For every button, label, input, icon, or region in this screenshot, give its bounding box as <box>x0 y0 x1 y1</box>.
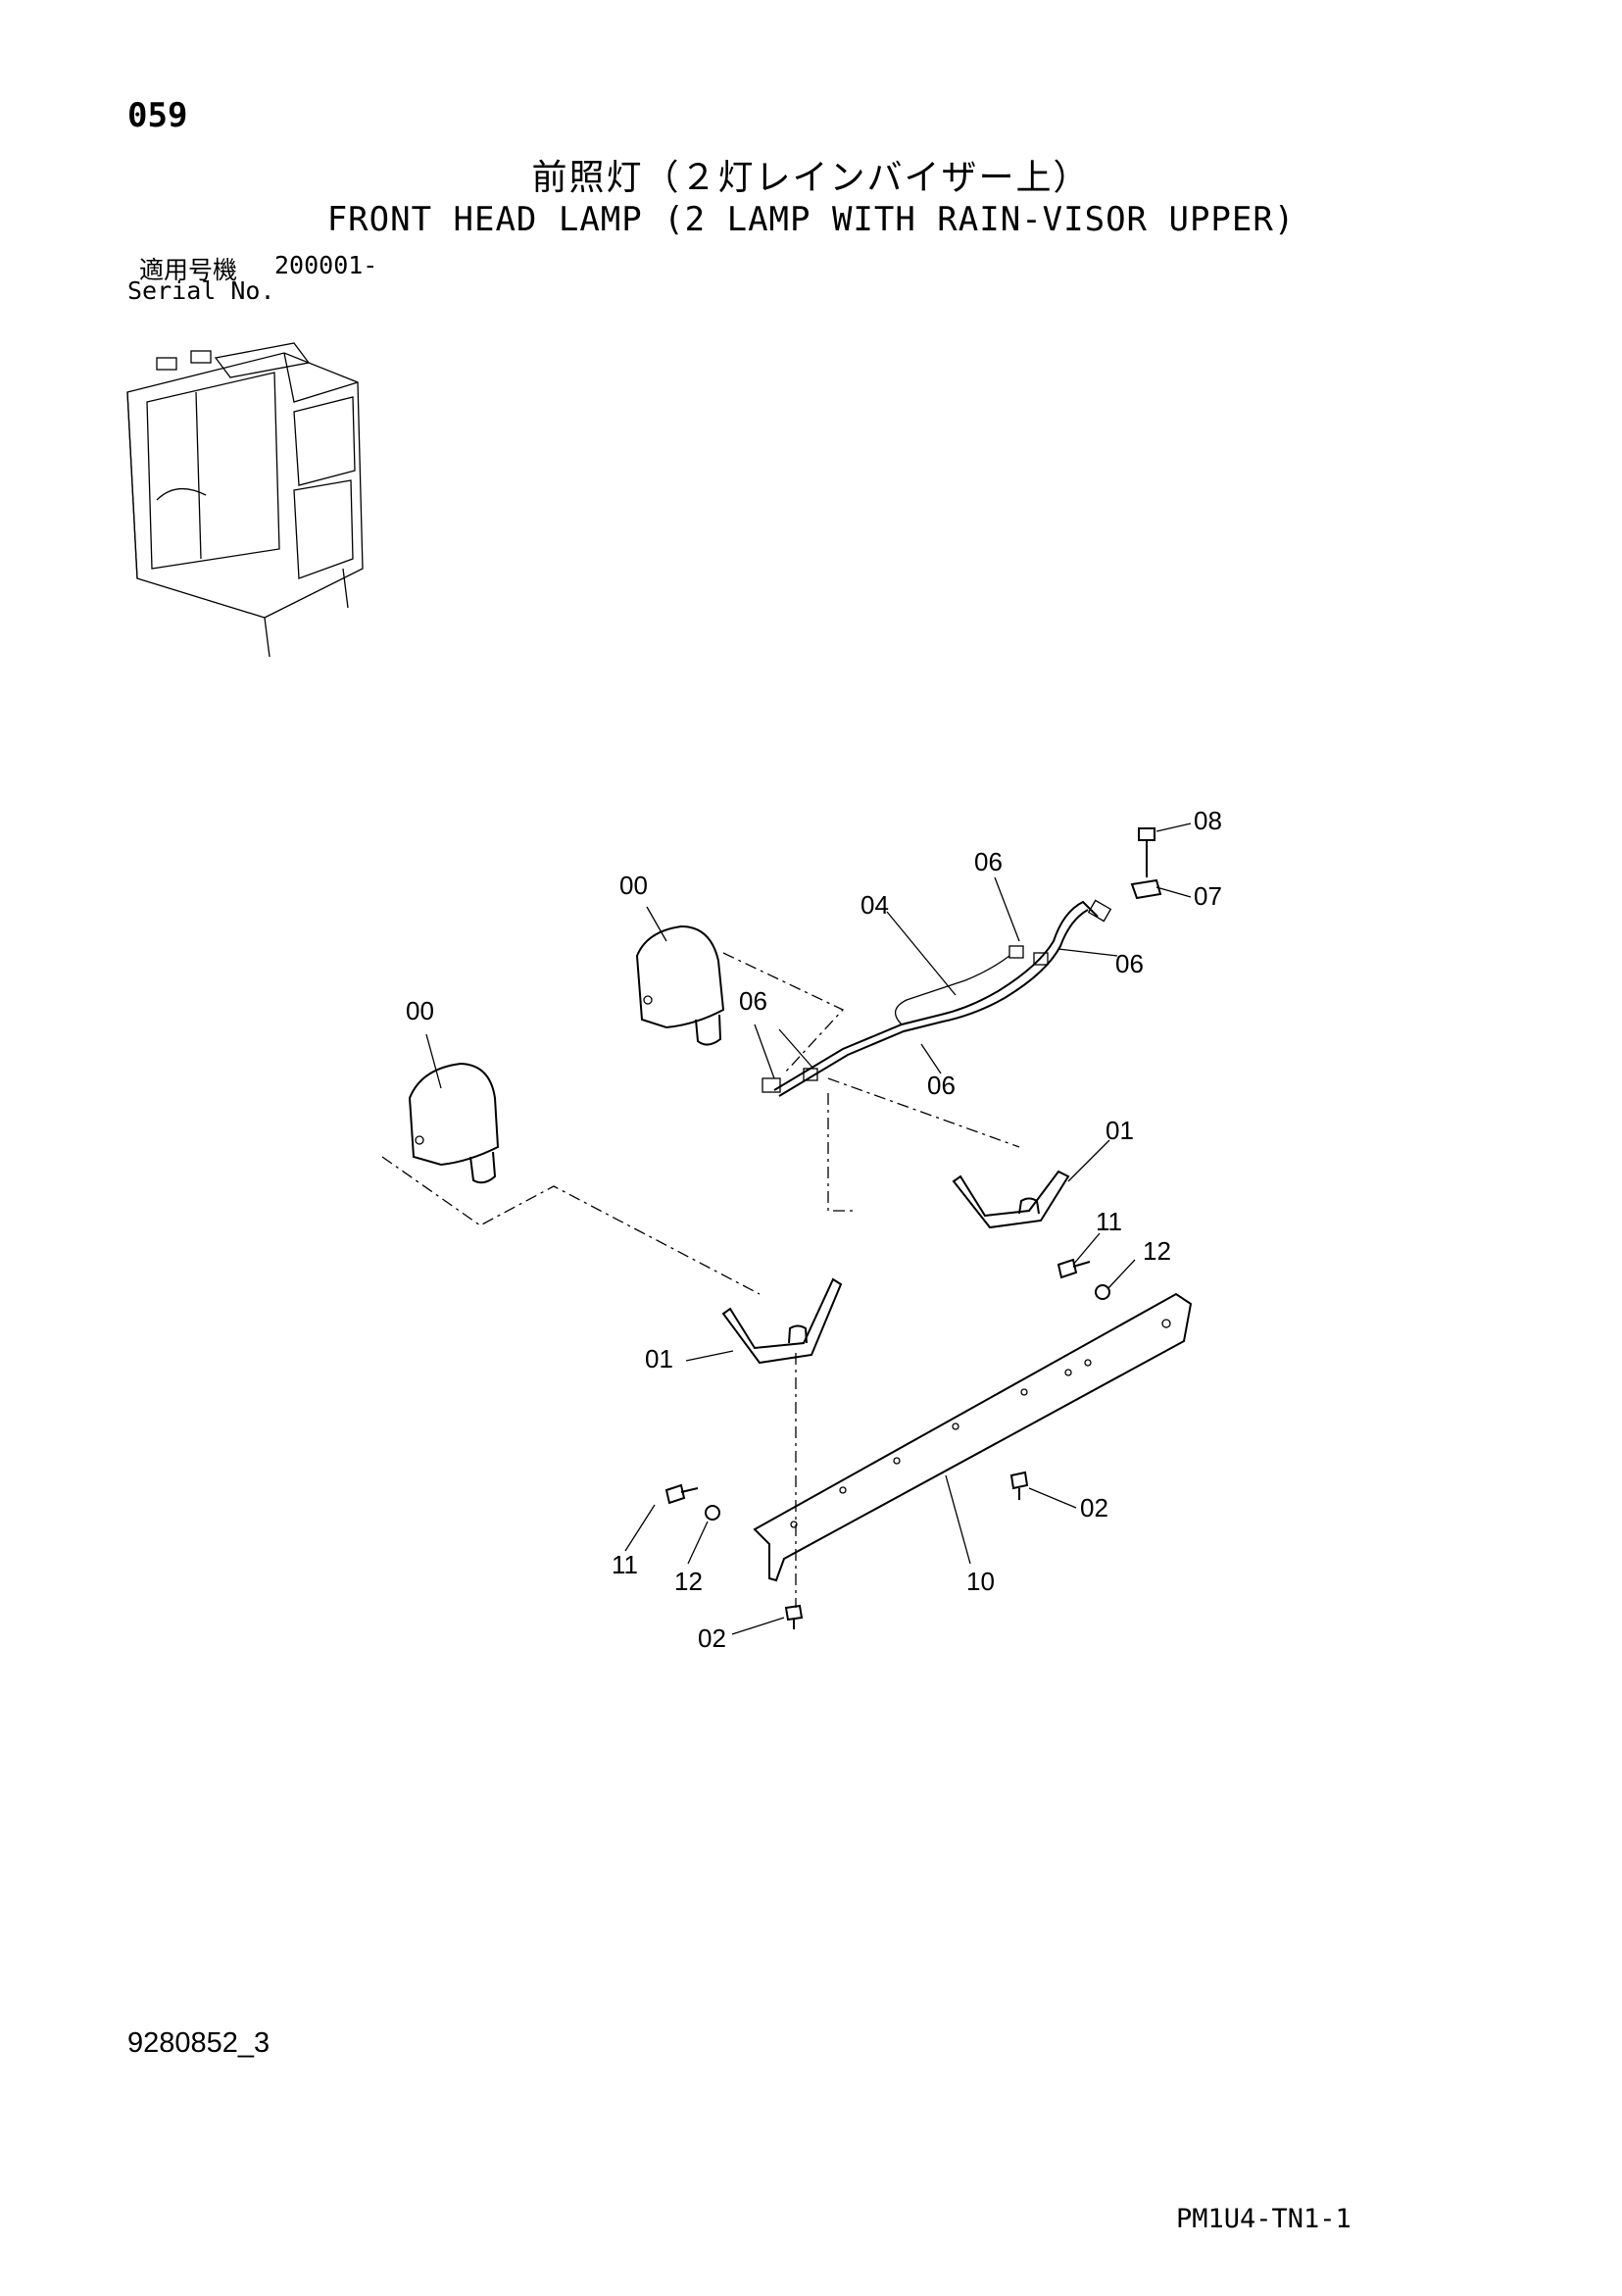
lamp-lower <box>408 1062 500 1184</box>
callout-bolt-top: 08 <box>1194 806 1222 835</box>
title-japanese: 前照灯（２灯レインバイザー上） <box>531 158 1091 198</box>
mount-bar <box>753 1292 1193 1582</box>
callout-screw-bottom: 02 <box>698 1623 726 1653</box>
callout-washer-12-left: 12 <box>674 1567 703 1596</box>
leader-lines <box>425 823 1192 1635</box>
title-english: FRONT HEAD LAMP (2 LAMP WITH RAIN-VISOR … <box>326 200 1296 239</box>
callout-screw-right: 02 <box>1080 1493 1108 1522</box>
harness <box>762 899 1112 1097</box>
serial-label-japanese: 適用号機 <box>139 256 238 284</box>
washer-12-left <box>705 1505 720 1521</box>
callout-bolt-11-right: 11 <box>1096 1207 1122 1236</box>
callout-bracket-right: 01 <box>1106 1116 1134 1145</box>
callout-lamp-upper: 00 <box>619 871 648 900</box>
bracket-right <box>952 1170 1070 1229</box>
bolt-11-left <box>664 1483 699 1505</box>
bracket-left <box>721 1277 843 1365</box>
document-id: 9280852_3 <box>127 2027 270 2059</box>
bolt-08 <box>1138 827 1155 877</box>
callout-clamp: 07 <box>1194 881 1222 911</box>
screw-02-right <box>1009 1471 1029 1500</box>
callout-clip-right: 06 <box>1115 949 1144 978</box>
callout-washer-12-right: 12 <box>1143 1236 1171 1266</box>
callout-lamp-lower: 00 <box>406 996 434 1025</box>
page-number: 059 <box>127 96 188 135</box>
phantom-lines <box>381 952 1020 1608</box>
callout-bolt-11-left: 11 <box>612 1550 638 1579</box>
page-code: PM1U4-TN1-1 <box>1176 2204 1352 2234</box>
clamp-07 <box>1130 878 1162 900</box>
callout-clip-top: 06 <box>974 847 1003 876</box>
cab-thumbnail <box>126 342 364 658</box>
serial-label-english: Serial No. <box>127 276 275 305</box>
serial-value: 200001- <box>274 251 378 279</box>
lamp-upper <box>635 924 725 1046</box>
callout-harness: 04 <box>860 890 889 920</box>
bolt-11-right <box>1057 1258 1091 1279</box>
callout-bracket-left: 01 <box>645 1344 673 1373</box>
washer-12-right <box>1095 1284 1110 1300</box>
screw-02-bottom <box>784 1604 804 1629</box>
callout-clip-left: 06 <box>739 986 767 1016</box>
callout-mount-bar: 10 <box>966 1567 995 1596</box>
callout-clip-mid: 06 <box>927 1071 956 1100</box>
